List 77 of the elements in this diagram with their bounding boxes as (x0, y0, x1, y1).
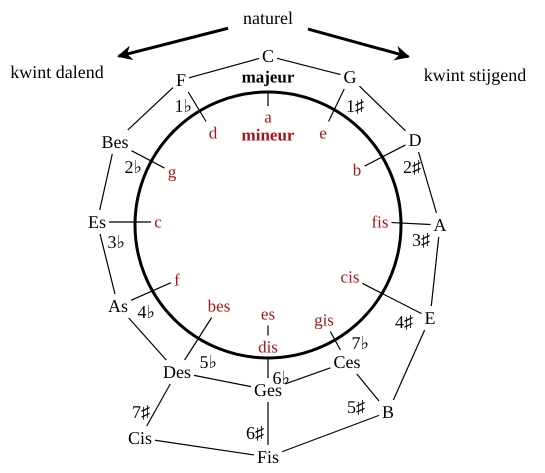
connector-line (284, 367, 331, 385)
connector-line (356, 374, 380, 402)
major-key-label: Des (162, 362, 192, 382)
connector-line (364, 144, 406, 167)
heading-label: majeur (242, 68, 294, 86)
connector-line (154, 440, 254, 456)
major-key-label: Es (87, 212, 107, 232)
minor-key-label: bes (206, 296, 232, 316)
connector-line (362, 282, 422, 314)
accidental-count: 3♯ (412, 231, 430, 249)
connector-line (146, 384, 171, 426)
heading-label: mineur (242, 126, 294, 144)
connector-line (391, 222, 431, 226)
minor-key-label: gis (313, 310, 335, 330)
connector-line (267, 402, 269, 445)
connector-line (392, 330, 426, 400)
major-key-label: E (424, 308, 436, 328)
major-key-label: Ces (332, 352, 362, 372)
connector-line (418, 152, 438, 214)
minor-key-label: c (153, 212, 163, 232)
minor-key-label: fis (370, 212, 390, 232)
connector-line (330, 331, 341, 350)
minor-key-label: cis (340, 268, 360, 286)
connector-line (276, 58, 341, 76)
arrow (308, 28, 410, 60)
major-key-label: A (432, 215, 448, 235)
connector-line (282, 414, 380, 452)
connector-line (188, 92, 207, 122)
major-key-label: Cis (127, 428, 153, 448)
arrow (117, 26, 228, 60)
connector-line (99, 154, 113, 210)
connector-line (359, 86, 406, 132)
connector-line (430, 236, 440, 306)
accidental-count: 2♭ (124, 158, 142, 176)
accidental-count: 7♭ (352, 334, 368, 352)
accidental-count: 1♯ (346, 97, 364, 115)
accidental-count: 6♯ (246, 424, 264, 442)
major-key-label: kwint dalend (9, 62, 105, 82)
accidental-count: 6♭ (272, 369, 290, 387)
connector-line (184, 317, 212, 360)
connector-line (130, 282, 172, 301)
connector-line (99, 234, 116, 294)
accidental-count: 1♭ (174, 97, 192, 115)
major-key-label: naturel (242, 8, 294, 28)
major-key-label: kwint stijgend (422, 65, 528, 85)
connector-line (109, 221, 151, 223)
connector-line (188, 58, 260, 78)
minor-key-label: g (166, 162, 178, 182)
accidental-count: 2♯ (403, 158, 421, 176)
connector-line (267, 358, 269, 378)
minor-key-label: es (260, 304, 276, 324)
accidental-count: 4♭ (138, 303, 154, 321)
minor-key-label: dis (257, 338, 279, 356)
major-key-label: B (381, 402, 395, 422)
connector-line (328, 88, 345, 122)
major-key-label: As (107, 296, 129, 316)
minor-key-label: f (173, 270, 181, 290)
connector-line (267, 326, 269, 336)
accidental-count: 3♭ (108, 233, 124, 251)
accidental-count: 7♯ (132, 403, 150, 421)
minor-key-label: b (352, 160, 362, 180)
connector-line (131, 150, 165, 169)
minor-key-label: a (263, 108, 273, 126)
connector-line (127, 87, 174, 130)
connector-line (194, 374, 252, 388)
accidental-count: 4♯ (395, 313, 413, 331)
connector-line (128, 318, 167, 360)
accidental-count: 5♯ (347, 398, 365, 416)
major-key-label: D (408, 130, 422, 150)
major-key-label: F (175, 70, 187, 90)
major-key-label: C (261, 46, 275, 66)
major-key-label: Bes (100, 132, 130, 152)
major-key-label: G (342, 67, 358, 87)
accidental-count: 5♭ (200, 353, 216, 371)
minor-key-label: e (318, 124, 328, 142)
major-key-label: Fis (256, 447, 280, 467)
minor-key-label: d (208, 124, 218, 142)
